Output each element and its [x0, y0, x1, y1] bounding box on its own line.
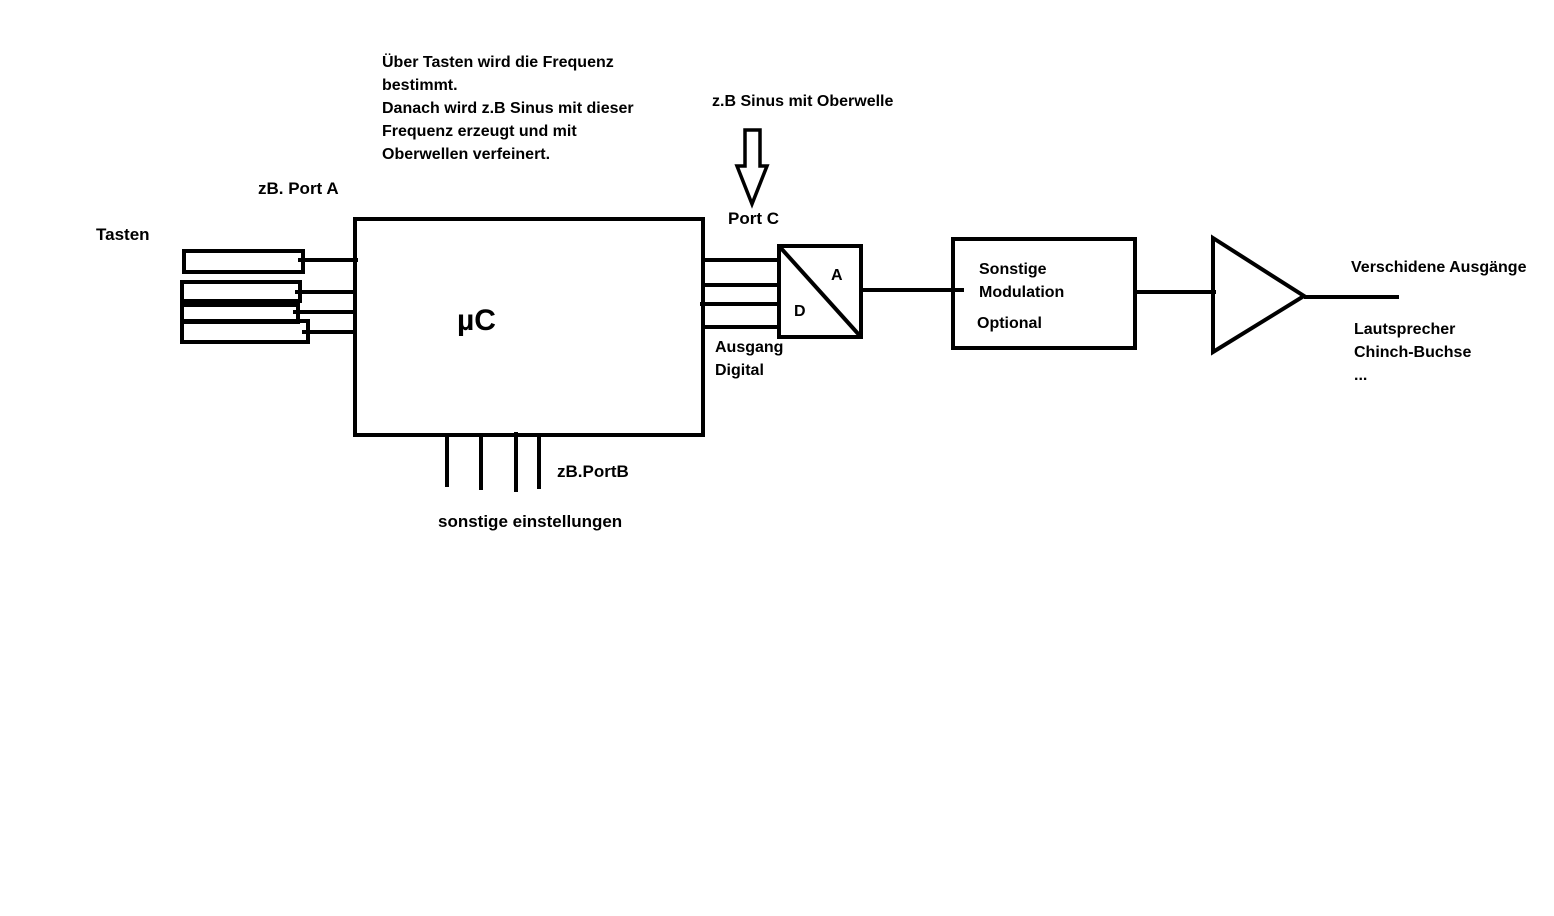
description-text: Über Tasten wird die Frequenz bestimmt. … [382, 51, 634, 166]
arrow-down-icon [734, 128, 770, 209]
description-line-1: Über Tasten wird die Frequenz [382, 54, 614, 71]
modulation-line-1: Sonstige [979, 261, 1047, 278]
description-line-2: bestimmt. [382, 77, 458, 94]
tasten-label: Tasten [96, 225, 150, 244]
outputs-title: Verschidene Ausgänge [1351, 259, 1527, 276]
output-item-speaker: Lautsprecher [1354, 321, 1456, 338]
dac-label-a: A [831, 267, 843, 284]
port-c-label: Port C [728, 209, 779, 228]
modulation-line-2: Modulation [979, 284, 1065, 301]
other-settings-label: sonstige einstellungen [438, 512, 623, 531]
port-b-label: zB.PortB [557, 462, 629, 481]
digital-output-line-2: Digital [715, 362, 764, 379]
amplifier-triangle [1211, 234, 1308, 356]
modulation-line-3: Optional [977, 315, 1042, 332]
harmonic-note: z.B Sinus mit Oberwelle [712, 93, 894, 110]
output-item-more: ... [1354, 367, 1368, 384]
button-key-4 [180, 319, 310, 344]
digital-output-label: Ausgang Digital [715, 336, 783, 382]
description-line-3: Danach wird z.B Sinus mit dieser [382, 100, 634, 117]
digital-output-line-1: Ausgang [715, 339, 784, 356]
outputs-list: Lautsprecher Chinch-Buchse ... [1354, 318, 1471, 387]
mcu-block [353, 217, 705, 437]
mcu-label: µC [457, 304, 496, 337]
dac-label-d: D [794, 303, 806, 320]
dac-diagonal [777, 244, 863, 339]
description-line-4: Frequenz erzeugt und mit [382, 123, 577, 140]
output-item-chinch: Chinch-Buchse [1354, 344, 1472, 361]
port-a-label: zB. Port A [258, 179, 339, 198]
button-key-2 [180, 280, 302, 303]
description-line-5: Oberwellen verfeinert. [382, 146, 551, 163]
button-key-1 [182, 249, 305, 274]
